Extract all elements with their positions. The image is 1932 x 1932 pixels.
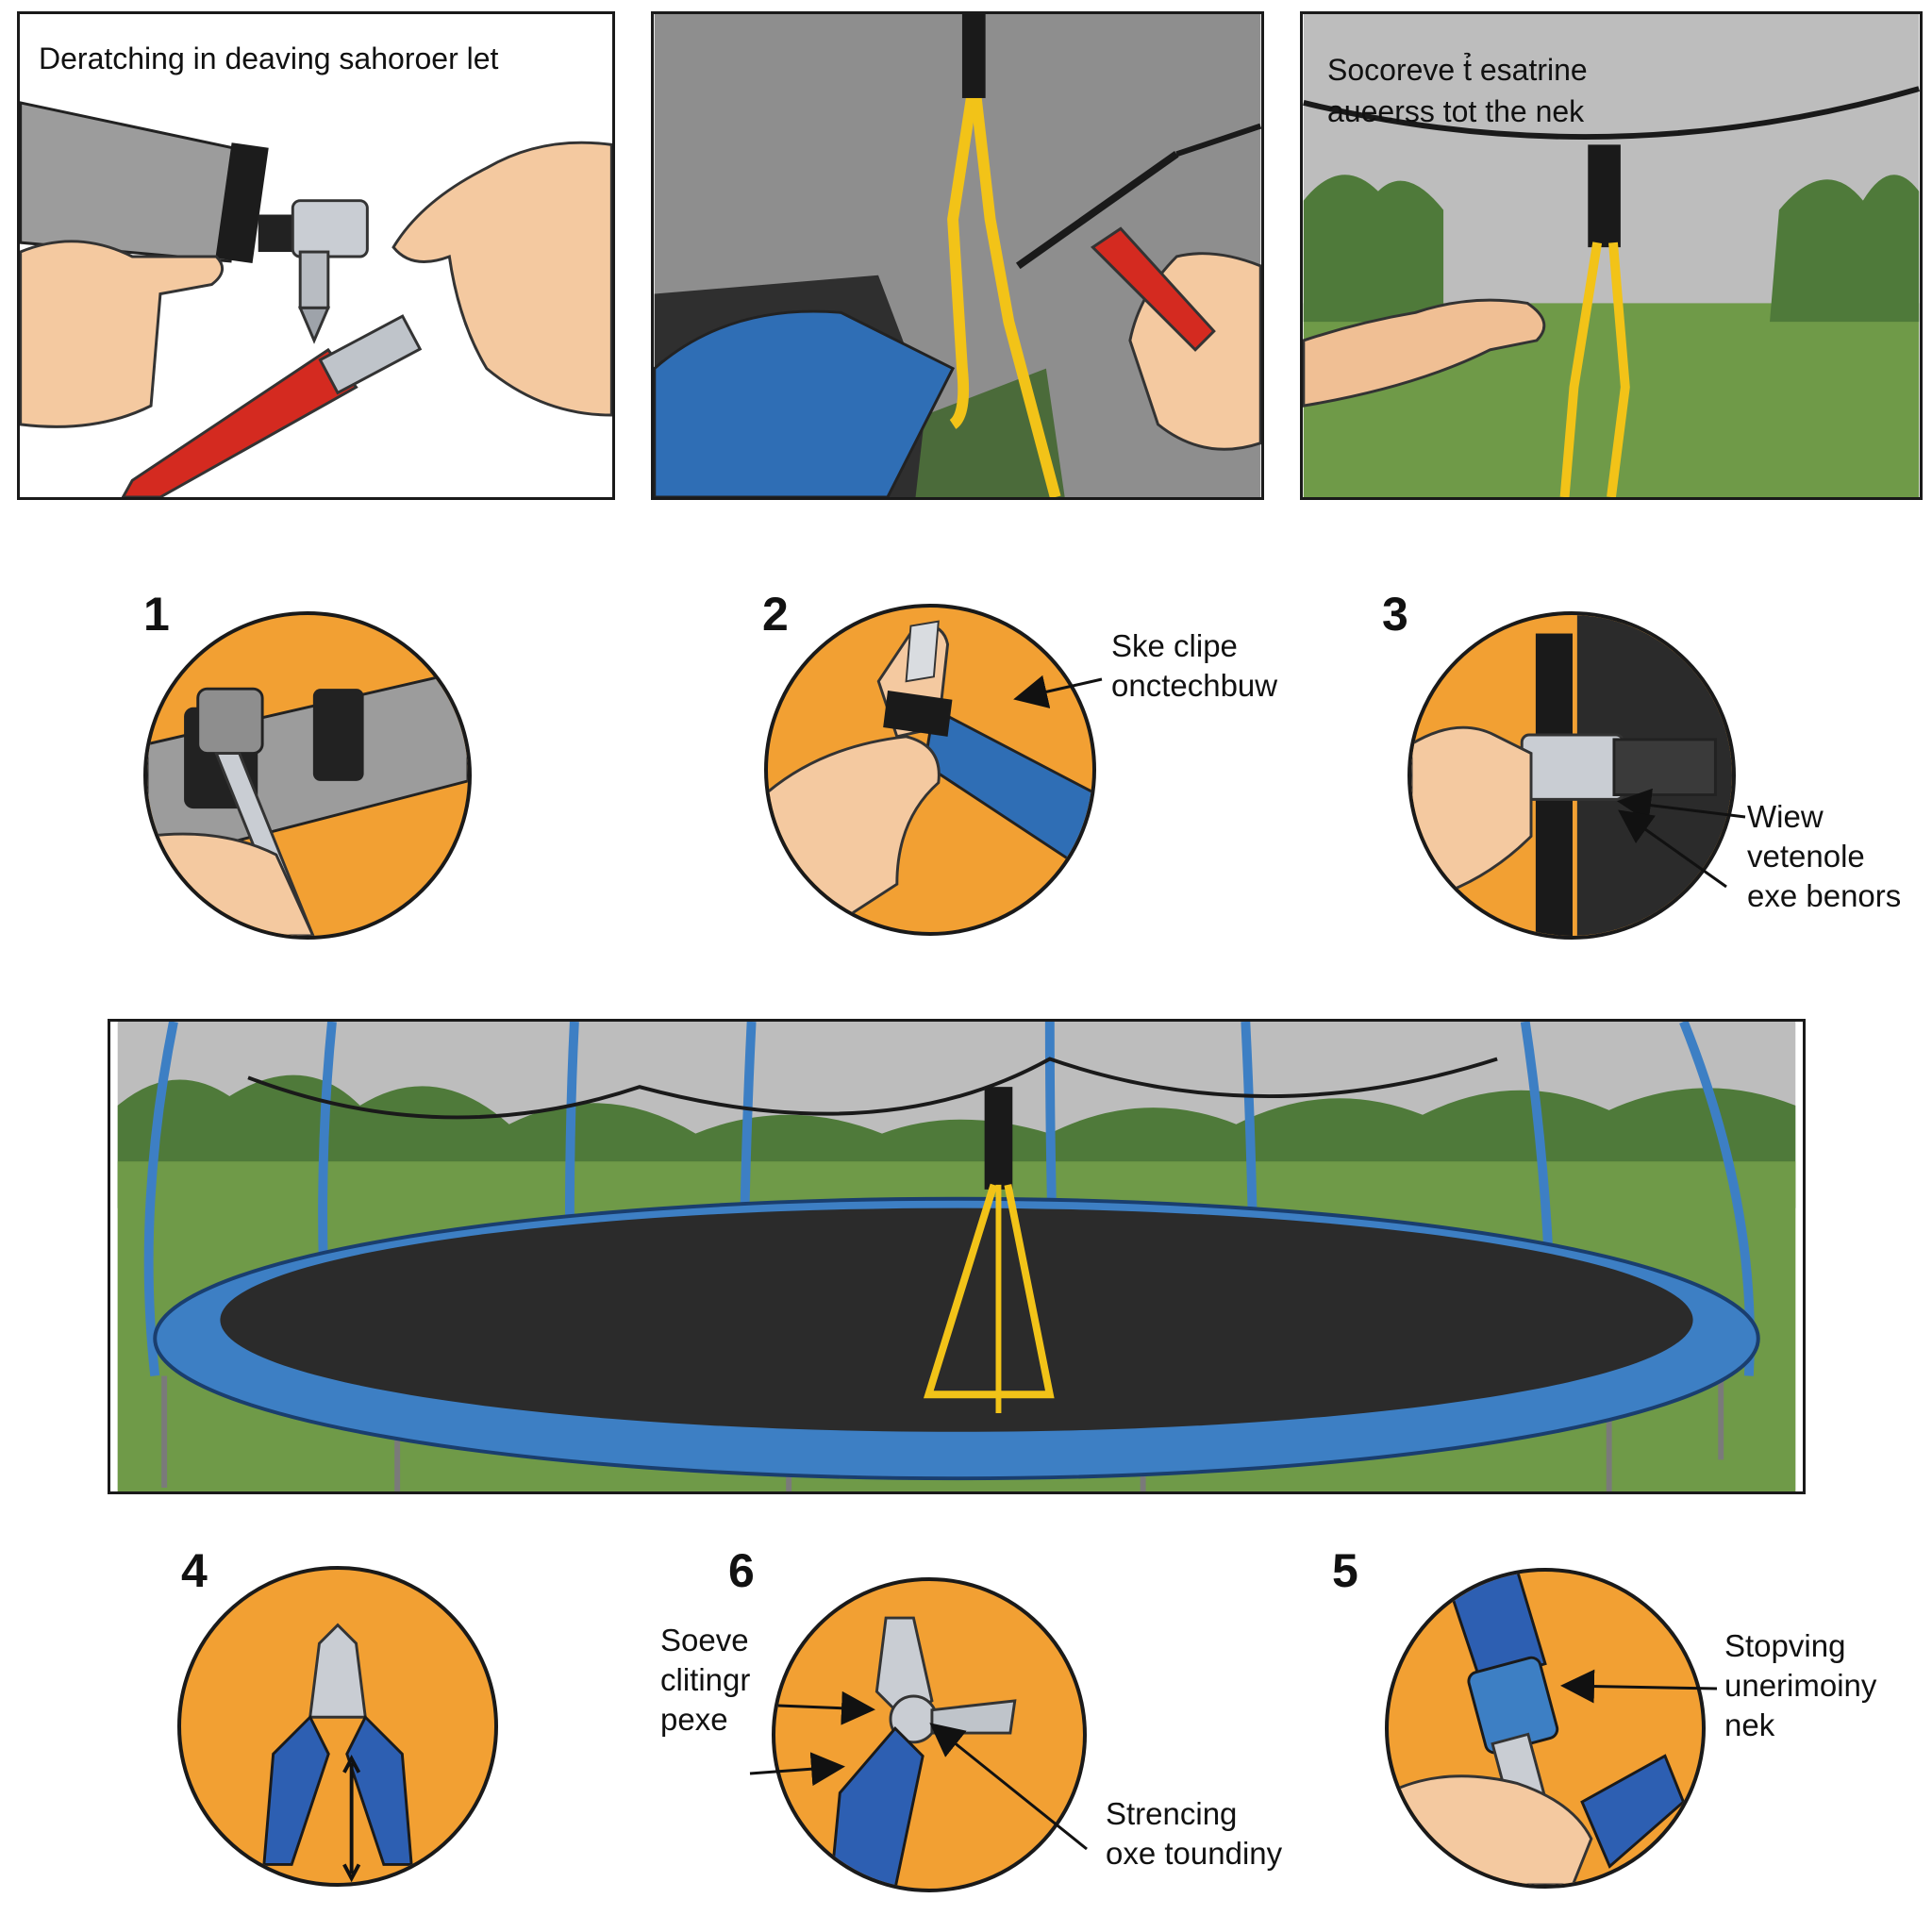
step-4-circle [177,1566,498,1887]
panel-trampoline-overview [108,1019,1806,1494]
step-5-callout-line-2: unerimoiny [1724,1668,1877,1703]
step-3-callout-line-3: exe benors [1747,878,1902,913]
step-3-callout-line-1: Wiew [1747,799,1824,834]
step-6-circle [772,1577,1087,1892]
trampoline-legs [161,1375,1724,1491]
step-2-number: 2 [762,588,789,641]
panel-cutting-strap [651,11,1264,500]
panel-1-illustration [20,14,612,497]
step-4-number: 4 [181,1544,208,1597]
step-6-callout-right-line-1: Strencing [1106,1796,1238,1831]
panel-3-caption-line-1: Socoreve t̉ esatrine [1327,53,1588,87]
step-3-callout: Wiew vetenole exe benors [1747,797,1901,916]
step-1-circle [143,611,472,940]
panel-2-illustration [654,14,1261,497]
step-5-callout: Stopving unerimoiny nek [1724,1626,1876,1745]
panel-3-caption-line-2: aueerss tot the nek [1327,94,1585,128]
step-3-number: 3 [1382,588,1408,641]
panel-3-illustration [1303,14,1920,497]
step-6-callout-left-line-3: pexe [660,1702,728,1737]
step-5-callout-line-1: Stopving [1724,1628,1846,1663]
step-6-illustration [829,1616,1017,1889]
step-2-callout-line-2: onctechbuw [1111,668,1278,703]
step-3-illustration [1411,615,1732,936]
panel-detaching-clip: Deratching in deaving sahoroer let [17,11,615,500]
trampoline-illustration [117,1022,1796,1491]
step-5-illustration [1389,1572,1686,1885]
step-6-callout-left: Soeve clitingr pexe [660,1621,750,1740]
step-5-callout-line-3: nek [1724,1707,1775,1742]
step-1-number: 1 [143,588,170,641]
step-5-number: 5 [1332,1544,1358,1597]
step-2-callout-line-1: Ske clipe [1111,628,1238,663]
step-3-callout-line-2: vetenole [1747,839,1865,874]
step-5-circle [1385,1568,1706,1889]
step-6-callout-right-line-2: oxe toundiny [1106,1836,1283,1871]
step-4-illustration [262,1623,413,1883]
step-6-callout-right: Strencing oxe toundiny [1106,1794,1282,1874]
step-6-number: 6 [728,1544,755,1597]
step-2-illustration [768,620,1092,932]
step-3-circle [1407,611,1736,940]
step-6-callout-left-line-2: clitingr [660,1662,751,1697]
step-2-circle [764,604,1096,936]
step-2-callout: Ske clipe onctechbuw [1111,626,1277,706]
step-6-callout-left-line-1: Soeve [660,1623,749,1657]
panel-1-caption: Deratching in deaving sahoroer let [39,42,499,75]
step-1-illustration [147,669,468,936]
panel-securing-net: Socoreve t̉ esatrine aueerss tot the nek [1300,11,1923,500]
